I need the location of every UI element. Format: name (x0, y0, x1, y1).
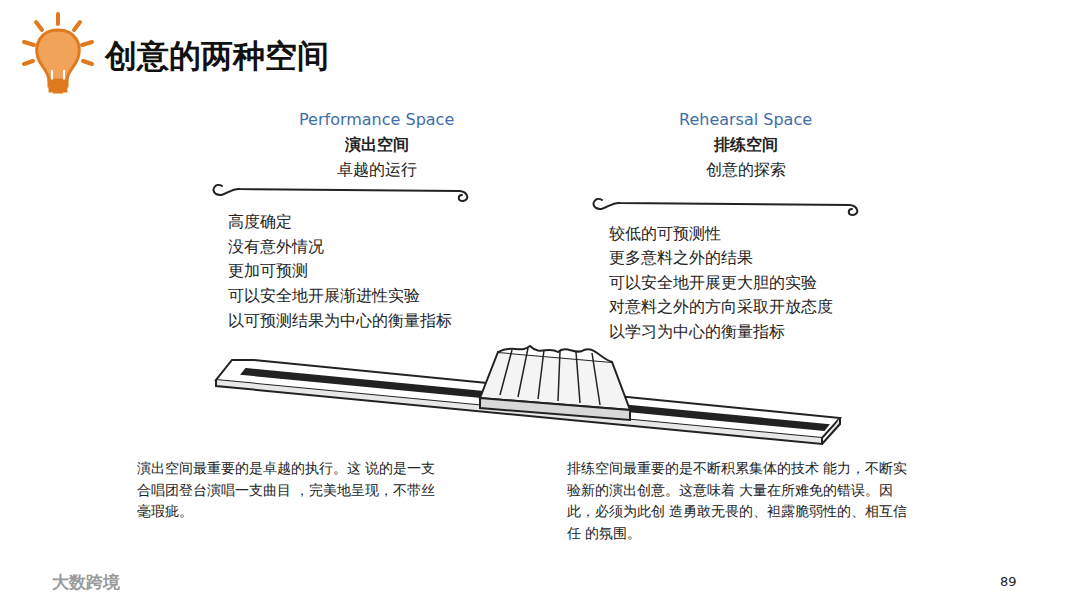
list-item: 较低的可预测性 (609, 224, 721, 244)
list-item: 对意料之外的方向采取开放态度 (609, 297, 833, 317)
list-item: 没有意外情况 (228, 237, 324, 257)
space-name-en: Performance Space (299, 110, 454, 130)
space-subtitle: 创意的探索 (706, 160, 786, 180)
list-item: 以可预测结果为中心的衡量指标 (228, 311, 452, 331)
caption-text: 排练空间最重要的是不断积累集体的技术 能力，不断实验新的演出创意。这意味着 大量… (567, 458, 917, 545)
list-item: 更多意料之外的结果 (609, 248, 753, 268)
lightbulb-icon (24, 14, 92, 92)
space-name: 演出空间 (345, 135, 409, 155)
list-item: 更加可预测 (228, 261, 308, 281)
slide-title: 创意的两种空间 (105, 36, 329, 76)
list-item: 可以安全地开展渐进性实验 (228, 286, 420, 306)
scroll-swash (214, 185, 858, 215)
list-item: 可以安全地开展更大胆的实验 (609, 273, 817, 293)
page-number: 89 (1000, 574, 1017, 590)
list-item: 以学习为中心的衡量指标 (609, 322, 785, 342)
space-name: 排练空间 (714, 135, 778, 155)
space-subtitle: 卓越的运行 (337, 160, 417, 180)
caption-text: 演出空间最重要的是卓越的执行。这 说的是一支合唱团登台演唱一支曲目 ，完美地呈现… (137, 458, 437, 523)
watermark: 大数跨境 (52, 572, 120, 593)
slider-illustration (216, 346, 840, 444)
list-item: 高度确定 (228, 212, 292, 232)
space-name-en: Rehearsal Space (679, 110, 812, 130)
